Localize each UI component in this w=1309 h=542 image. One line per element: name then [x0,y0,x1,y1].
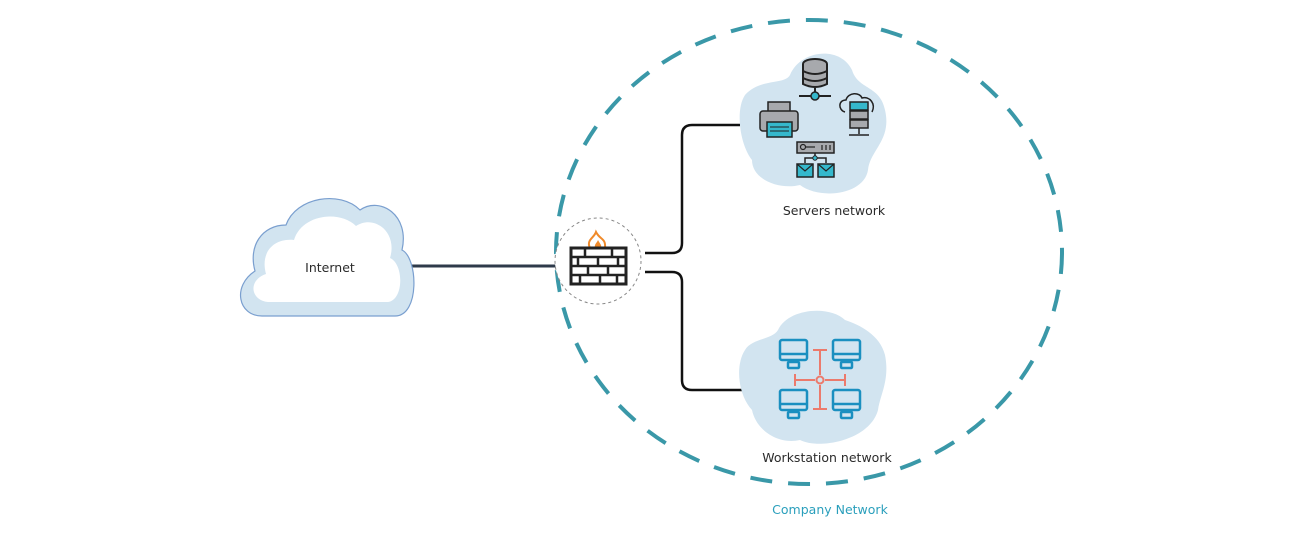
firewall-icon [569,229,628,286]
internet-label: Internet [305,260,355,275]
internet-cloud-highlight [253,216,401,302]
firewall-node[interactable] [554,217,642,305]
cloud-server-icon [839,93,874,136]
workstations-blob [739,310,887,444]
servers-blob [739,53,887,194]
firewall-servers-link[interactable] [645,123,740,255]
computer-icon [778,338,809,370]
firewall-workstations-link[interactable] [645,270,742,392]
printer-icon [759,101,799,138]
mail-server-icon [796,141,835,178]
servers-network-label: Servers network [783,203,886,218]
computer-icon [831,338,862,370]
company-network-label: Company Network [772,502,888,517]
computer-icon [778,388,809,420]
computer-icon [831,388,862,420]
servers-network-node[interactable]: Servers network [739,53,887,218]
network-hub-icon [794,349,846,410]
database-server-icon [799,58,831,101]
internet-node[interactable]: Internet [240,198,415,317]
workstation-network-label: Workstation network [762,450,892,465]
workstation-network-node[interactable]: Workstation network [739,310,892,465]
